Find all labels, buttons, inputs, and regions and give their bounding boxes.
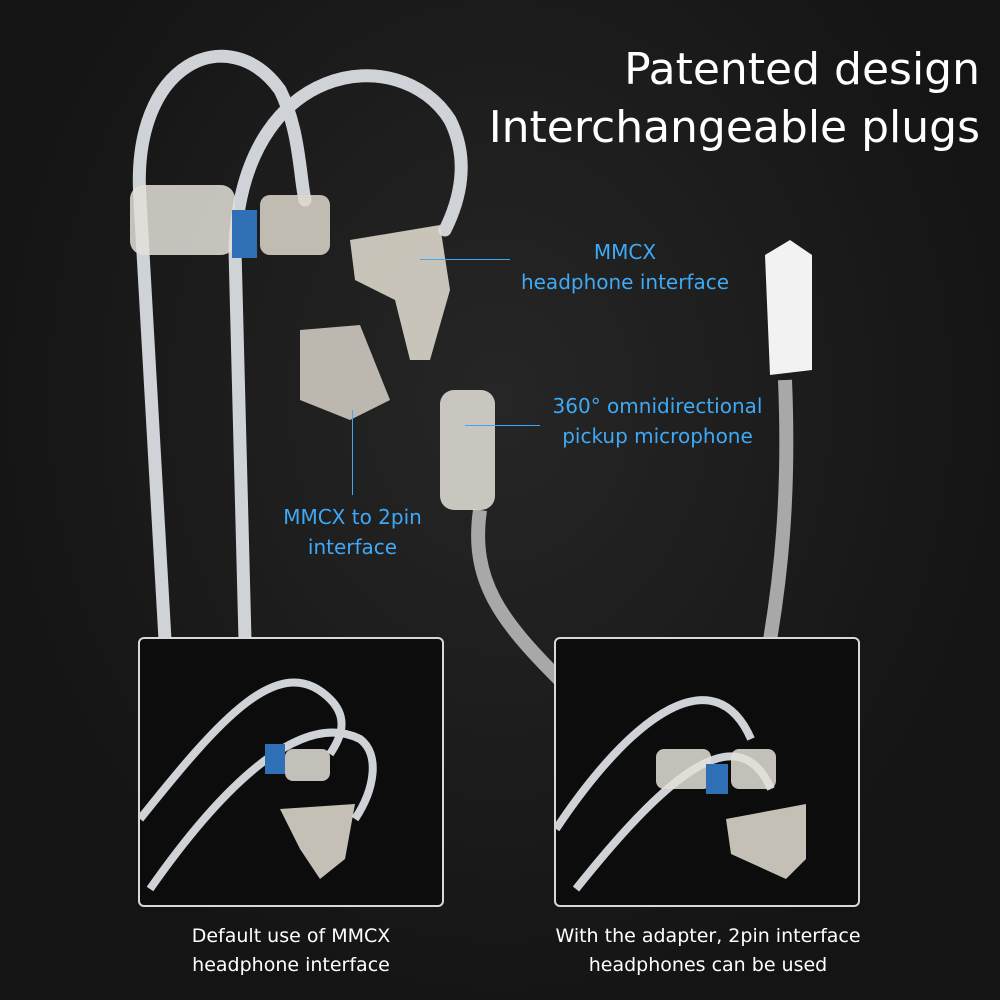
panel-photo-2pin bbox=[556, 696, 806, 892]
callout-line-mmcx bbox=[420, 259, 510, 260]
label-mmcx: MMCX headphone interface bbox=[505, 237, 745, 297]
mic-plug bbox=[440, 390, 495, 510]
caption-panel-1: Default use of MMCX headphone interface bbox=[138, 922, 444, 980]
label-mic: 360° omnidirectional pickup microphone bbox=[540, 391, 775, 451]
label-mmcx-line2: headphone interface bbox=[520, 270, 730, 294]
panel-photo-mmcx bbox=[140, 678, 377, 892]
headline-2: Interchangeable plugs bbox=[488, 102, 980, 153]
caption-panel-2-line2: headphones can be used bbox=[588, 954, 828, 976]
2pin-y-connector bbox=[350, 225, 450, 360]
callout-line-mic bbox=[465, 425, 540, 426]
label-adapter-line2: interface bbox=[307, 535, 398, 559]
blue-ring bbox=[232, 210, 257, 258]
label-mic-line2: pickup microphone bbox=[562, 424, 753, 448]
mmcx-connector bbox=[130, 185, 235, 255]
caption-panel-2: With the adapter, 2pin interface headpho… bbox=[530, 922, 886, 980]
callout-line-adapter bbox=[352, 410, 353, 495]
gooseneck-2 bbox=[763, 379, 794, 642]
caption-panel-1-line1: Default use of MMCX bbox=[191, 925, 391, 947]
microphone-head bbox=[765, 240, 812, 375]
cable-right bbox=[228, 69, 468, 647]
caption-panel-2-line1: With the adapter, 2pin interface bbox=[555, 925, 861, 947]
headline-1: Patented design bbox=[624, 44, 980, 95]
adapter-plug bbox=[300, 325, 390, 420]
mmcx-plug bbox=[260, 195, 330, 255]
panel-mmcx-default bbox=[138, 637, 444, 907]
label-adapter-line1: MMCX to 2pin bbox=[283, 505, 422, 529]
earhook-cables bbox=[132, 49, 468, 647]
cable-left bbox=[132, 49, 312, 647]
label-mmcx-line1: MMCX bbox=[593, 240, 657, 264]
gooseneck bbox=[471, 509, 565, 685]
label-mic-line1: 360° omnidirectional bbox=[552, 394, 763, 418]
caption-panel-1-line2: headphone interface bbox=[192, 954, 390, 976]
panel-2pin-adapter bbox=[554, 637, 860, 907]
label-adapter: MMCX to 2pin interface bbox=[270, 502, 435, 562]
